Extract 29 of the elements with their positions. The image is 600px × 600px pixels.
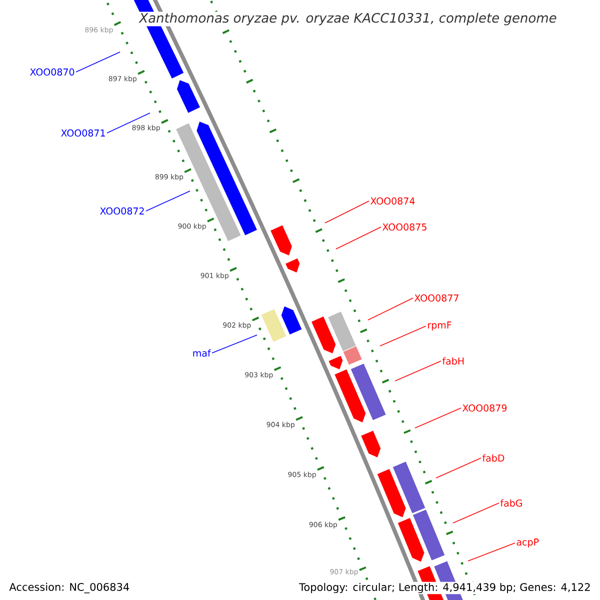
leader-line xyxy=(436,458,482,478)
leader-line xyxy=(414,408,462,428)
leader-line xyxy=(146,190,190,212)
gene-label: maf xyxy=(193,349,211,357)
leader-line xyxy=(394,360,442,382)
leader-line xyxy=(468,542,516,562)
gene-label: XOO0872 xyxy=(100,207,144,215)
leader-line xyxy=(452,502,500,524)
gene-label: rpmF xyxy=(428,322,452,330)
leader-line xyxy=(324,200,370,224)
footer-text: Topology: circular; Length: 4,941,439 bp; Genes: 4,122 xyxy=(298,582,592,594)
leader-line xyxy=(212,334,258,354)
gene-label: acpP xyxy=(516,538,539,548)
title: Xanthomonas oryzae pv. oryzae KACC10331, complete genome xyxy=(138,12,558,26)
gene-label: fabD xyxy=(482,454,504,462)
gene-label: XOO0871 xyxy=(61,129,105,137)
leader-line xyxy=(106,112,150,134)
gene-label: XOO0870 xyxy=(30,68,74,76)
leader-line xyxy=(380,326,426,346)
gene-label: XOO0879 xyxy=(462,404,507,412)
leader-line xyxy=(368,298,414,320)
leader-line xyxy=(336,226,382,250)
gene-label: fabH xyxy=(442,357,464,365)
gene-label: fabG xyxy=(500,499,522,507)
gene-label: XOO0874 xyxy=(370,197,415,205)
gene-label: XOO0877 xyxy=(414,294,458,302)
leader-line xyxy=(76,52,120,72)
gene-label: XOO0875 xyxy=(382,223,426,231)
footer-text: Accession: NC_006834 xyxy=(8,582,131,594)
